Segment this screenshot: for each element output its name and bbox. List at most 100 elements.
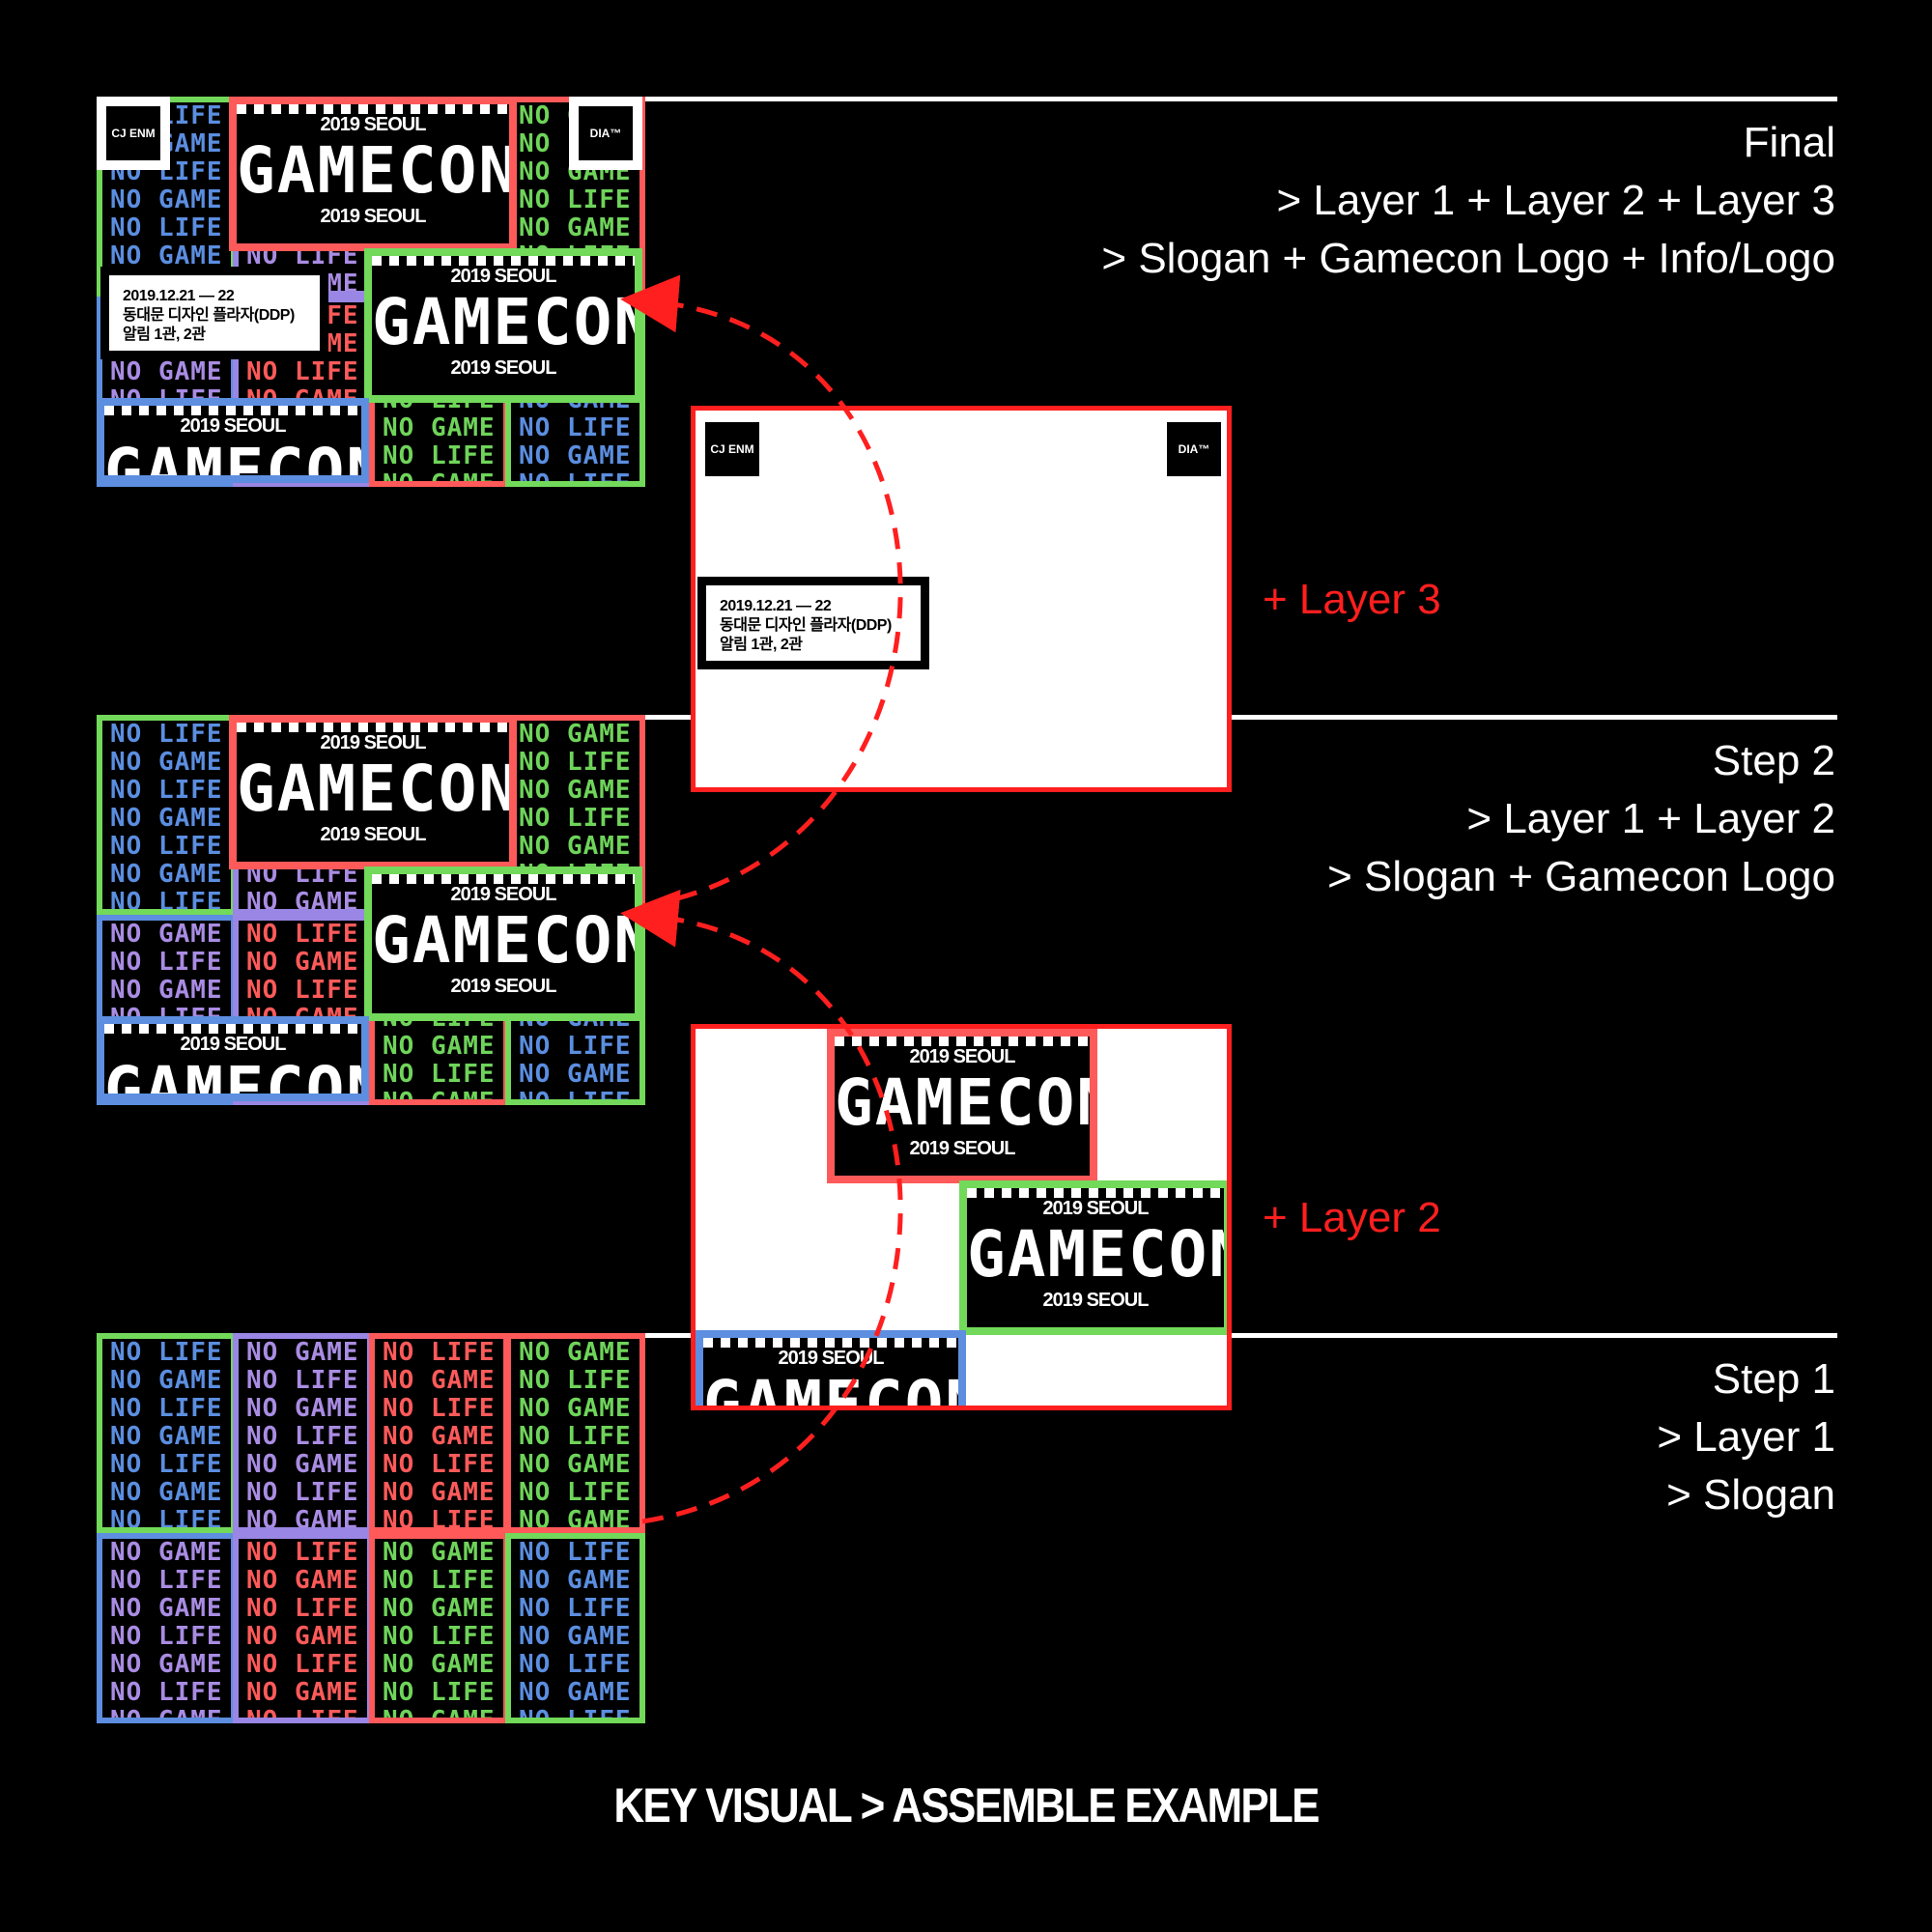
slogan-line: NO GAME [383, 1538, 496, 1567]
slogan-line: NO LIFE [110, 720, 223, 749]
info-date: 2019.12.21 — 22 [720, 598, 832, 614]
slogan-line: NO GAME [519, 1566, 632, 1595]
slogan-line: NO LIFE [246, 920, 359, 949]
jag-edge [104, 1024, 361, 1034]
gamecon-sub: 2019 SEOUL [450, 976, 557, 997]
slogan-line: NO GAME [246, 1450, 359, 1479]
gamecon-sub: 2019 SEOUL [450, 266, 557, 287]
slogan-line: NO GAME [519, 1060, 632, 1089]
slogan-line: NO GAME [110, 920, 223, 949]
rule-final [642, 97, 1837, 101]
slogan-line: NO GAME [383, 1088, 496, 1105]
slogan-line: NO GAME [110, 1538, 223, 1567]
gamecon-sub: 2019 SEOUL [450, 884, 557, 905]
cj-enm-logo-frame: CJ ENM [97, 97, 170, 170]
info-line: 동대문 디자인 플라자(DDP) [123, 307, 295, 324]
cj-enm-logo: CJ ENM [106, 106, 160, 160]
gamecon-sub: 2019 SEOUL [320, 732, 427, 753]
gamecon-name: GAMECON [372, 285, 642, 359]
rule-step1 [642, 1333, 1837, 1338]
jag-edge [372, 256, 635, 266]
slogan-line: NO LIFE [110, 1566, 223, 1595]
caption-final-title: Final [1743, 119, 1835, 166]
slogan-line: NO LIFE [519, 185, 632, 214]
slogan-line: NO LIFE [383, 1450, 496, 1479]
slogan-line: NO LIFE [383, 1060, 496, 1089]
slogan-line: NO LIFE [246, 1650, 359, 1679]
slogan-line: NO GAME [383, 1032, 496, 1061]
slogan-line: NO GAME [246, 1394, 359, 1423]
caption-step2: Step 2 > Layer 1 + Layer 2 > Slogan + Ga… [1327, 732, 1835, 906]
slogan-line: NO LIFE [110, 832, 223, 861]
slogan-line: NO GAME [246, 1566, 359, 1595]
gamecon-name: GAMECON [104, 435, 369, 483]
slogan-line: NO LIFE [246, 1366, 359, 1395]
slogan-line: NO LIFE [246, 1422, 359, 1451]
slogan-line: NO GAME [383, 1650, 496, 1679]
slogan-line: NO GAME [383, 469, 496, 487]
slogan-line: NO LIFE [110, 888, 223, 915]
gamecon-name: GAMECON [104, 1053, 369, 1101]
slogan-line: NO LIFE [383, 1566, 496, 1595]
caption-final-line2: > Slogan + Gamecon Logo + Info/Logo [1101, 235, 1835, 282]
arc-step1-to-step2 [620, 889, 903, 1524]
jag-edge [237, 104, 509, 114]
slogan-line: NO LIFE [519, 1538, 632, 1567]
cj-enm-logo: CJ ENM [705, 422, 759, 476]
slogan-line: NO LIFE [383, 1338, 496, 1367]
page-title: KEY VISUAL > ASSEMBLE EXAMPLE [613, 1778, 1320, 1833]
slogan-line: NO GAME [110, 1478, 223, 1507]
slogan-line: NO LIFE [110, 1450, 223, 1479]
gamecon-sub: 2019 SEOUL [320, 206, 427, 227]
dia-logo: DIA™ [1167, 422, 1221, 476]
gamecon-sub: 2019 SEOUL [1042, 1198, 1150, 1219]
slogan-line: NO GAME [246, 1678, 359, 1707]
slogan-line: NO GAME [110, 748, 223, 777]
slogan-line: NO LIFE [519, 1422, 632, 1451]
slogan-line: NO GAME [383, 1478, 496, 1507]
slogan-line: NO LIFE [246, 1594, 359, 1623]
label-add-layer3: + Layer 3 [1263, 576, 1441, 623]
slogan-line: NO LIFE [519, 1594, 632, 1623]
jag-edge [104, 406, 361, 415]
gamecon-sub: 2019 SEOUL [909, 1046, 1016, 1067]
slogan-line: NO LIFE [246, 357, 359, 386]
slogan-line: NO LIFE [110, 1506, 223, 1533]
slogan-line: NO GAME [246, 1622, 359, 1651]
slogan-line: NO LIFE [110, 1394, 223, 1423]
slogan-line: NO LIFE [519, 804, 632, 833]
slogan-line: NO LIFE [110, 213, 223, 242]
caption-step2-title: Step 2 [1712, 737, 1835, 784]
jag-edge [237, 723, 509, 732]
slogan-line: NO GAME [110, 357, 223, 386]
slogan-line: NO GAME [519, 213, 632, 242]
slogan-line: NO GAME [383, 413, 496, 442]
slogan-line: NO GAME [110, 1594, 223, 1623]
label-add-layer2: + Layer 2 [1263, 1194, 1441, 1241]
layer2-gamecon-green: 2019 SEOUL GAMECON 2019 SEOUL [959, 1180, 1227, 1335]
slogan-line: NO GAME [519, 720, 632, 749]
slogan-line: NO LIFE [519, 1032, 632, 1061]
caption-step2-line1: > Layer 1 + Layer 2 [1466, 795, 1835, 842]
jag-top [835, 1037, 1090, 1046]
slogan-line: NO LIFE [383, 1622, 496, 1651]
slogan-line: NO LIFE [110, 776, 223, 805]
slogan-line: NO LIFE [246, 1538, 359, 1567]
slogan-line: NO LIFE [110, 1338, 223, 1367]
slogan-line: NO GAME [519, 1394, 632, 1423]
slogan-line: NO GAME [110, 1422, 223, 1451]
slogan-line: NO GAME [110, 804, 223, 833]
slogan-line: NO GAME [519, 1338, 632, 1367]
slogan-line: NO LIFE [519, 413, 632, 442]
slogan-line: NO GAME [110, 1650, 223, 1679]
